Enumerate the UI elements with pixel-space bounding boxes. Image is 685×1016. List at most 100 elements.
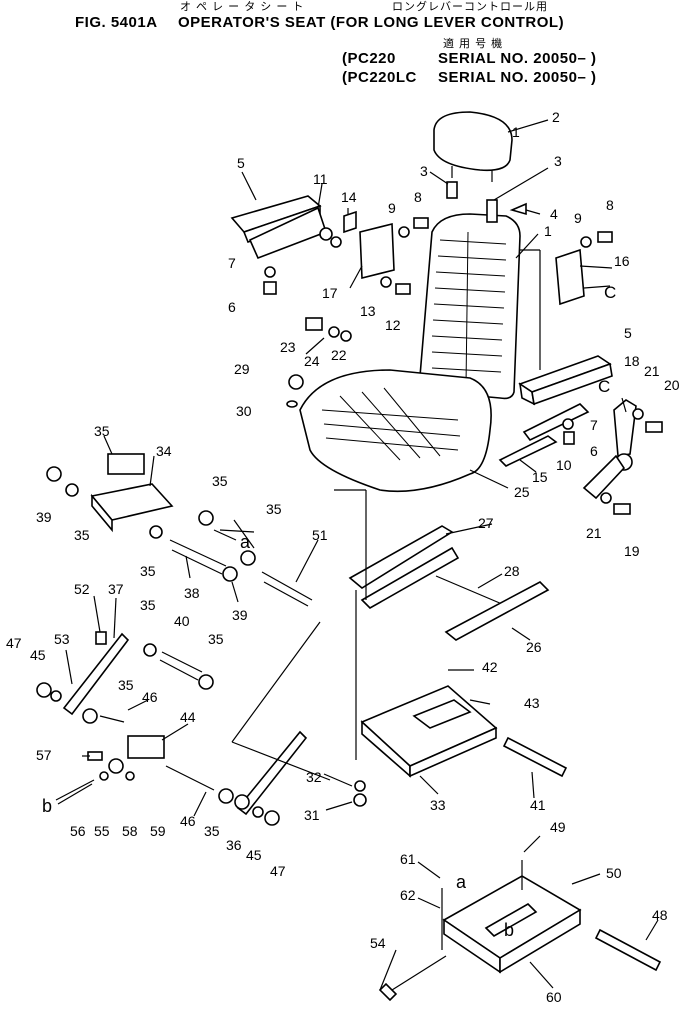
spring-15-part [498, 435, 558, 467]
callout-3a: 3 [420, 163, 428, 179]
callout-55: 55 [94, 823, 110, 839]
applicable-kana: 適 用 号 機 [443, 38, 504, 50]
callout-50: 50 [606, 865, 622, 881]
callout-51: 51 [312, 527, 328, 543]
callout-9a: 9 [388, 200, 396, 216]
callout-27: 27 [478, 515, 494, 531]
callout-8a: 8 [414, 189, 422, 205]
ref-c-2: C [598, 377, 610, 396]
callout-62: 62 [400, 887, 416, 903]
callout-35c: 35 [212, 473, 228, 489]
callout-7b: 7 [590, 417, 598, 433]
callout-35d: 35 [266, 501, 282, 517]
callout-39a: 39 [36, 509, 52, 525]
callout-57: 57 [36, 747, 52, 763]
callout-35f: 35 [140, 597, 156, 613]
callout-35g: 35 [208, 631, 224, 647]
callout-37: 37 [108, 581, 124, 597]
rod-41-part [502, 736, 568, 778]
callout-47a: 47 [6, 635, 22, 651]
callout-52: 52 [74, 581, 90, 597]
callout-18: 18 [624, 353, 640, 369]
callout-7a: 7 [228, 255, 236, 271]
callout-46b: 46 [180, 813, 196, 829]
kana-title: オ ペ レ ー タ シ ー ト [180, 1, 305, 13]
callout-35h: 35 [118, 677, 134, 693]
callout-44: 44 [180, 709, 196, 725]
callout-42: 42 [482, 659, 498, 675]
serial-2: SERIAL NO. 20050– ) [438, 69, 597, 86]
bracket-17-part [359, 222, 395, 280]
callout-60: 60 [546, 989, 562, 1005]
callout-53: 53 [54, 631, 70, 647]
figure-title: OPERATOR'S SEAT (FOR LONG LEVER CONTROL) [178, 14, 565, 31]
bracket-16-part [555, 248, 585, 306]
callout-29: 29 [234, 361, 250, 377]
figure-header: オ ペ レ ー タ シ ー ト ロングレバーコントロール用 FIG. 5401A… [0, 0, 685, 95]
kana-subtitle: ロングレバーコントロール用 [392, 1, 548, 13]
callout-31: 31 [304, 807, 320, 823]
leader-lines [55, 119, 659, 991]
callout-46a: 46 [142, 689, 158, 705]
fasteners-top [263, 181, 663, 515]
serial-1: SERIAL NO. 20050– ) [438, 50, 597, 67]
ref-b-1: b [42, 796, 52, 816]
callout-19: 19 [624, 543, 640, 559]
callout-35e: 35 [140, 563, 156, 579]
model-2: (PC220LC [342, 69, 417, 86]
callout-21b: 21 [586, 525, 602, 541]
callout-35b: 35 [74, 527, 90, 543]
callout-39b: 39 [232, 607, 248, 623]
callout-15: 15 [532, 469, 548, 485]
callout-26: 26 [526, 639, 542, 655]
callout-1: 1 [512, 124, 520, 140]
callout-20: 20 [664, 377, 680, 393]
callout-34: 34 [156, 443, 172, 459]
callout-25: 25 [514, 484, 530, 500]
callout-36: 36 [226, 837, 242, 853]
headrest-part [433, 111, 513, 182]
callout-1-label: 1 [544, 223, 552, 239]
model-1: (PC220 [342, 50, 396, 67]
lever-18-part [582, 399, 637, 500]
arrow-b-1 [57, 783, 93, 805]
ref-b-2: b [504, 920, 514, 940]
callout-54: 54 [370, 935, 386, 951]
plate-14-part [343, 210, 357, 234]
callout-22: 22 [331, 347, 347, 363]
callout-4: 4 [550, 206, 558, 222]
callout-59: 59 [150, 823, 166, 839]
callout-16: 16 [614, 253, 630, 269]
lower-base-60-part [378, 860, 582, 1002]
bracket-10-part [522, 403, 590, 442]
callout-33: 33 [430, 797, 446, 813]
linkage-parts [62, 453, 331, 816]
callout-5b: 5 [624, 325, 632, 341]
callout-47b: 47 [270, 863, 286, 879]
callout-58: 58 [122, 823, 138, 839]
callout-labels: 1 2 3 3 4 1 5 5 6 6 7 7 8 8 9 9 10 11 12… [6, 109, 680, 1005]
callout-30: 30 [236, 403, 252, 419]
ref-a-2: a [456, 872, 467, 892]
callout-6b: 6 [590, 443, 598, 459]
ref-a-1: a [240, 532, 251, 552]
callout-40: 40 [174, 613, 190, 629]
callout-56: 56 [70, 823, 86, 839]
callout-21a: 21 [644, 363, 660, 379]
callout-12: 12 [385, 317, 401, 333]
callout-10: 10 [556, 457, 572, 473]
callout-48: 48 [652, 907, 668, 923]
callout-61: 61 [400, 851, 416, 867]
seat-back-part [419, 213, 541, 400]
base-plate-33-part [360, 685, 498, 778]
armrest-right-part [518, 355, 613, 406]
ref-c-1: C [604, 283, 616, 302]
bushings [36, 466, 367, 826]
callout-9b: 9 [574, 210, 582, 226]
callout-5a: 5 [237, 155, 245, 171]
callout-28: 28 [504, 563, 520, 579]
arrow-a-1 [213, 529, 237, 541]
callout-45a: 45 [30, 647, 46, 663]
callout-3b: 3 [554, 153, 562, 169]
